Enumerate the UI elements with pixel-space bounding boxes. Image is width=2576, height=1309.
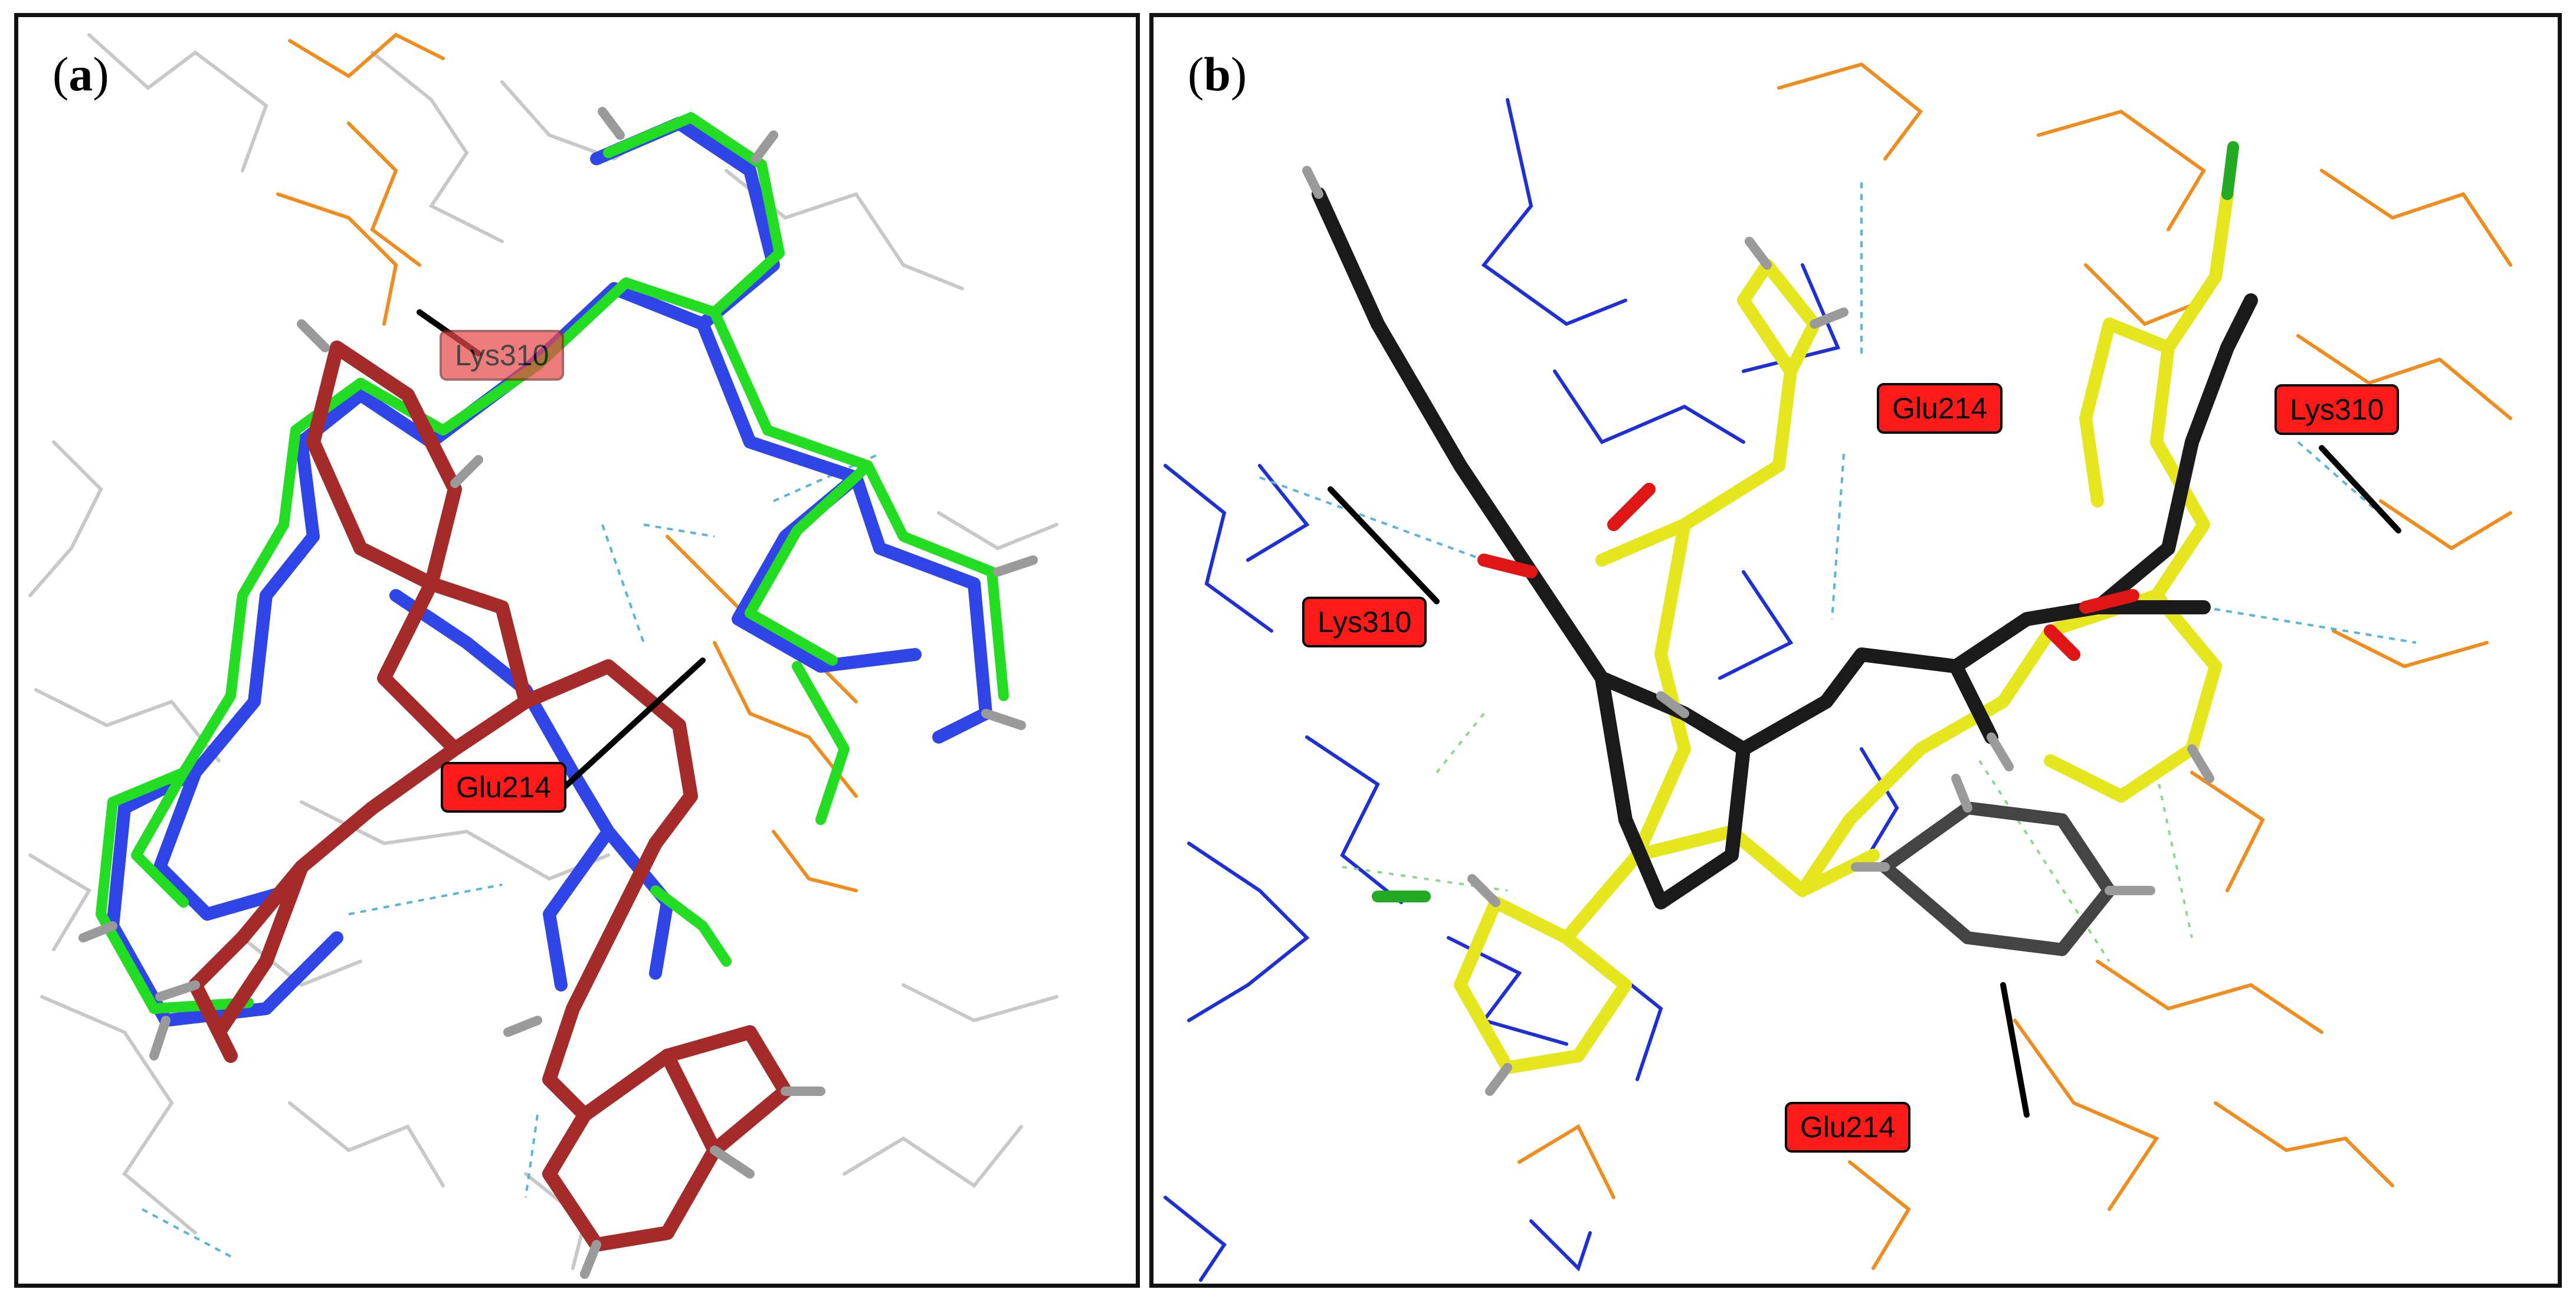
panel-b-label-open: ( — [1188, 47, 1204, 101]
panel-b-label-close: ) — [1230, 47, 1247, 101]
panel-b-chlorines — [1372, 141, 2239, 902]
panel-a: (a) Lys310 Glu214 — [14, 13, 1140, 1288]
panel-a-protein-wireframe — [28, 33, 1058, 1270]
panel-b-ligand-black-ring — [1879, 801, 2116, 956]
panel-b: (b) Glu214 Lys310 Lys310 Glu214 — [1149, 13, 2562, 1288]
panel-a-label-letter: a — [68, 47, 93, 101]
panel-a-label: (a) — [53, 47, 109, 102]
panel-a-ligand-green — [96, 112, 1009, 1014]
panel-b-hydrogens — [1302, 166, 2214, 1096]
panel-b-label: (b) — [1188, 47, 1247, 102]
panel-a-residue-label-lys310: Lys310 — [440, 330, 565, 381]
panel-b-molecular-scene — [1164, 62, 2512, 1282]
panel-b-residue-label-lys310-left: Lys310 — [1302, 597, 1427, 647]
panel-b-residue-label-glu214-top: Glu214 — [1877, 383, 2003, 434]
panel-a-label-close: ) — [93, 47, 109, 101]
panel-b-protein-wireframe-orange — [1518, 62, 2512, 1270]
panel-a-ligand-blue — [106, 117, 992, 1027]
panel-a-molecular-scene — [28, 32, 1058, 1279]
panel-a-ligand-red — [188, 341, 792, 1252]
panel-a-residue-label-glu214: Glu214 — [441, 762, 567, 813]
panel-a-hydrogens — [78, 107, 1038, 1279]
panel-a-label-open: ( — [53, 47, 69, 101]
panel-b-residue-label-lys310-right: Lys310 — [2275, 384, 2400, 435]
panel-a-hbonds — [142, 453, 880, 1258]
panel-b-contact-lines — [1342, 712, 2193, 963]
panel-b-oxygens — [1477, 483, 2139, 661]
panel-b-protein-wireframe-blue — [1164, 98, 1899, 1282]
panel-b-ligand-black — [1312, 187, 2258, 909]
panel-b-residue-label-glu214-bottom: Glu214 — [1785, 1102, 1911, 1153]
panel-b-label-letter: b — [1204, 47, 1231, 101]
